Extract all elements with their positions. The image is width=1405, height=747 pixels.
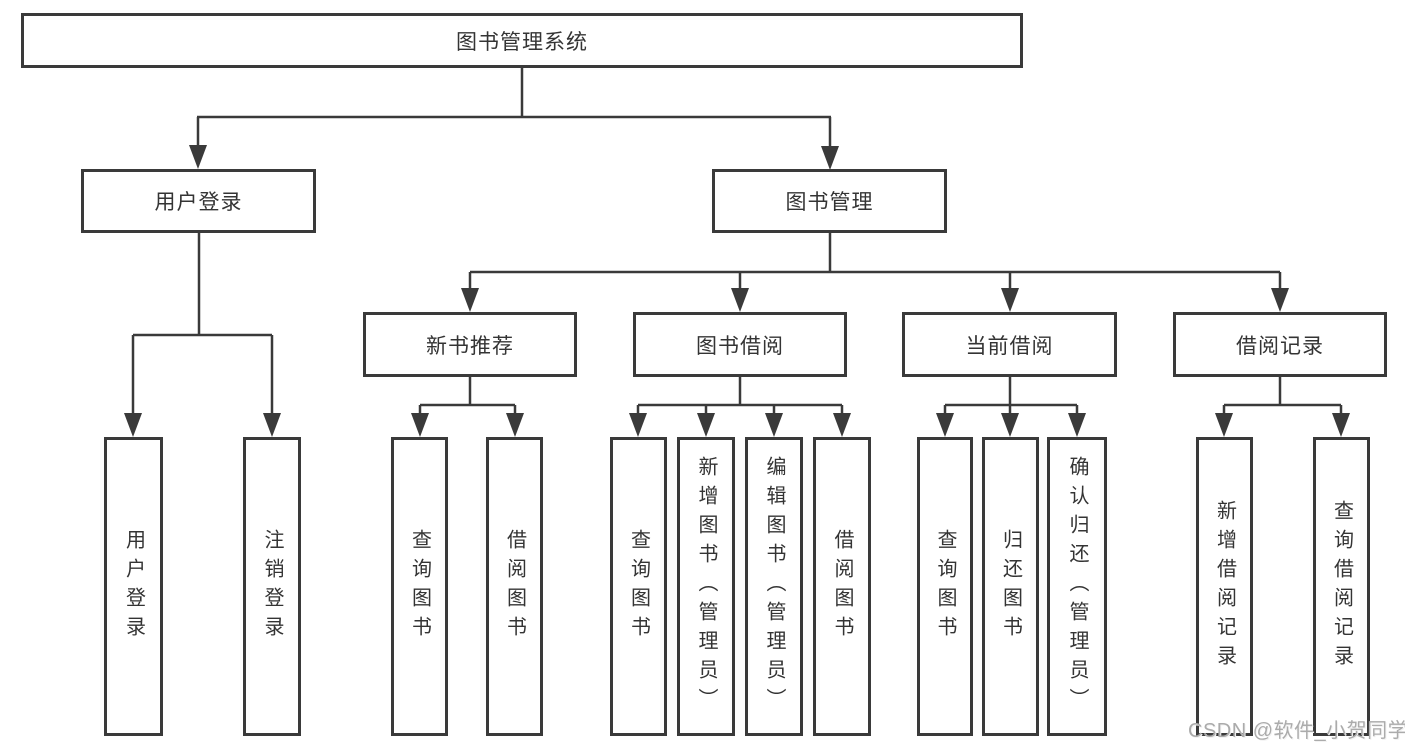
- node-leaf-query-books-2: 查询图书: [610, 437, 667, 736]
- arrow-down-icon: [1001, 288, 1019, 312]
- node-label: 借阅图书: [831, 528, 853, 645]
- arrow-down-icon: [506, 413, 524, 437]
- node-label: 借阅图书: [503, 528, 526, 645]
- node-label: 编辑图书（管理员）: [763, 456, 785, 717]
- node-label: 查询图书: [934, 528, 956, 645]
- arrow-down-icon: [821, 146, 839, 170]
- node-leaf-logout: 注销登录: [243, 437, 301, 736]
- node-label: 借阅记录: [1236, 334, 1324, 358]
- node-label: 新书推荐: [426, 334, 514, 358]
- node-leaf-edit-book-admin: 编辑图书（管理员）: [745, 437, 803, 736]
- arrowhead-icons: [124, 145, 1350, 437]
- node-leaf-query-books-1: 查询图书: [391, 437, 448, 736]
- node-label: 用户登录: [154, 191, 243, 214]
- arrow-down-icon: [1271, 288, 1289, 312]
- arrow-down-icon: [461, 288, 479, 312]
- arrow-down-icon: [263, 413, 281, 437]
- arrow-down-icon: [833, 413, 851, 437]
- arrow-down-icon: [936, 413, 954, 437]
- node-label: 图书借阅: [696, 334, 784, 358]
- arrow-down-icon: [765, 413, 783, 437]
- node-current-borrowing: 当前借阅: [902, 312, 1117, 377]
- node-leaf-borrow-books-1: 借阅图书: [486, 437, 543, 736]
- arrow-down-icon: [411, 413, 429, 437]
- arrow-down-icon: [731, 288, 749, 312]
- arrow-down-icon: [124, 413, 142, 437]
- arrow-down-icon: [1001, 413, 1019, 437]
- node-label: 确认归还（管理员）: [1066, 456, 1088, 717]
- node-label: 归还图书: [999, 528, 1022, 645]
- node-leaf-return-books: 归还图书: [982, 437, 1039, 736]
- node-label: 注销登录: [261, 528, 283, 645]
- node-leaf-user-login: 用户登录: [104, 437, 163, 736]
- node-root-library-system: 图书管理系统: [21, 13, 1023, 68]
- node-label: 图书管理: [785, 191, 874, 214]
- node-label: 新增借阅记录: [1213, 499, 1236, 674]
- arrow-down-icon: [1068, 413, 1086, 437]
- node-label: 当前借阅: [965, 334, 1054, 358]
- node-book-management: 图书管理: [712, 169, 947, 233]
- node-label: 用户登录: [122, 528, 145, 645]
- arrow-down-icon: [629, 413, 647, 437]
- node-borrowing-records: 借阅记录: [1173, 312, 1387, 377]
- node-leaf-add-borrow-record: 新增借阅记录: [1196, 437, 1253, 736]
- node-leaf-add-book-admin: 新增图书（管理员）: [677, 437, 735, 736]
- arrow-down-icon: [697, 413, 715, 437]
- node-label: 查询图书: [408, 528, 431, 645]
- node-label: 查询图书: [627, 528, 650, 645]
- node-label: 图书管理系统: [456, 30, 588, 54]
- node-user-login: 用户登录: [81, 169, 316, 233]
- csdn-watermark: CSDN @软件_小贺同学: [1188, 720, 1405, 742]
- arrow-down-icon: [1332, 413, 1350, 437]
- arrow-down-icon: [1215, 413, 1233, 437]
- node-label: 新增图书（管理员）: [695, 456, 717, 717]
- node-leaf-query-books-3: 查询图书: [917, 437, 973, 736]
- node-leaf-confirm-return-admin: 确认归还（管理员）: [1047, 437, 1107, 736]
- node-leaf-query-borrow-record: 查询借阅记录: [1313, 437, 1370, 736]
- arrow-down-icon: [189, 145, 207, 169]
- node-label: 查询借阅记录: [1330, 499, 1353, 674]
- node-new-book-recommend: 新书推荐: [363, 312, 577, 377]
- node-book-borrowing: 图书借阅: [633, 312, 847, 377]
- node-leaf-borrow-books-2: 借阅图书: [813, 437, 871, 736]
